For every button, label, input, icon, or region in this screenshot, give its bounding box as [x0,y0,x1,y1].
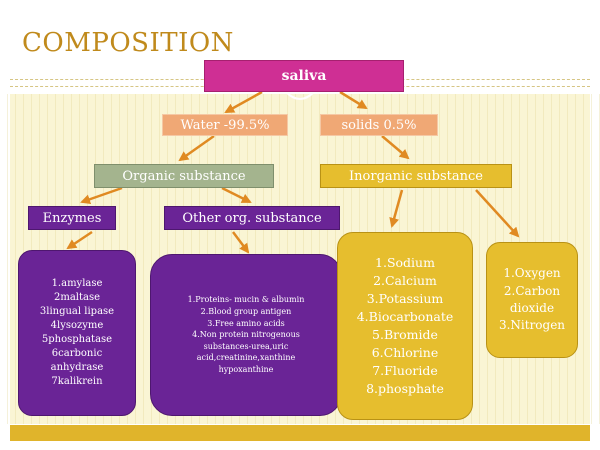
gas-list-box: 1.Oxygen 2.Carbon dioxide 3.Nitrogen [486,242,578,358]
node-organic-label: Organic substance [122,168,246,184]
node-water-label: Water -99.5% [180,117,270,133]
inorganic-list: 1.Sodium 2.Calcium 3.Potassium 4.Biocarb… [356,254,454,397]
arrow-water-to-organic [178,134,215,162]
arrow-solids-to-inorganic [381,135,410,160]
node-solids-label: solids 0.5% [341,117,417,133]
bottom-bar [10,425,590,441]
slide-title: COMPOSITION [22,28,234,58]
arrow-enzymes-to-list [66,230,93,250]
arrow-saliva-to-solids [339,90,368,110]
other-org-list: 1.Proteins- mucin & albumin 2.Blood grou… [187,295,305,374]
node-inorganic-label: Inorganic substance [349,168,483,184]
inorganic-list-box: 1.Sodium 2.Calcium 3.Potassium 4.Biocarb… [337,232,473,420]
node-solids: solids 0.5% [320,114,438,136]
arrow-saliva-to-water [224,90,263,114]
node-inorganic-substance: Inorganic substance [320,164,512,188]
swirl-ornament [285,91,315,100]
enzyme-list: 1.amylase 2maltase 3lingual lipase 4lyso… [39,278,115,387]
gas-list: 1.Oxygen 2.Carbon dioxide 3.Nitrogen [498,266,566,333]
arrow-inorganic-to-minerals [389,189,404,228]
arrow-other-to-list [232,231,250,254]
node-enzymes: Enzymes [28,206,116,230]
node-saliva-label: saliva [281,68,327,84]
node-water: Water -99.5% [162,114,288,136]
node-enzymes-label: Enzymes [42,210,102,226]
node-organic-substance: Organic substance [94,164,274,188]
node-saliva: saliva [204,60,404,92]
node-other-org-substance: Other org. substance [164,206,340,230]
arrow-inorganic-to-gases [475,189,520,238]
node-other-org-label: Other org. substance [182,210,322,226]
other-org-list-box: 1.Proteins- mucin & albumin 2.Blood grou… [150,254,342,416]
enzyme-list-box: 1.amylase 2maltase 3lingual lipase 4lyso… [18,250,136,416]
arrow-organic-to-other [221,186,252,204]
arrow-organic-to-enzymes [80,186,123,205]
